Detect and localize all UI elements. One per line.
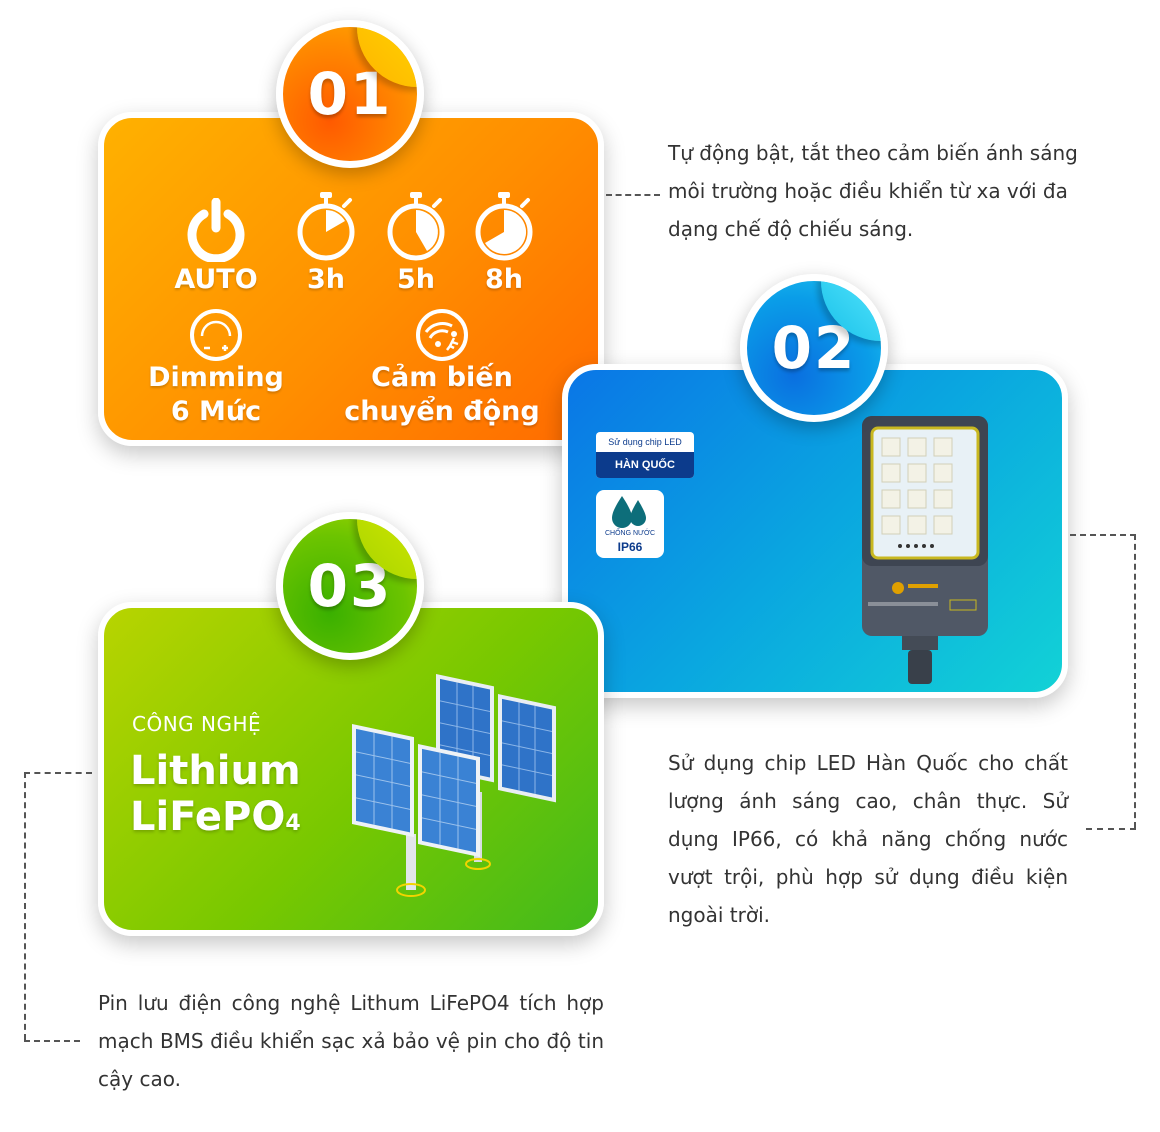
timer-5h-icon xyxy=(387,192,445,261)
waterproof-line1: CHỐNG NƯỚC xyxy=(604,530,656,537)
tech-label: CÔNG NGHỆ xyxy=(132,712,262,736)
motion-sensor-label-line1: Cảm biến xyxy=(371,362,513,393)
lithium-battery-description: Pin lưu điện công nghệ Lithum LiFePO4 tí… xyxy=(98,991,604,1091)
lifepo-text: LiFePO xyxy=(130,794,286,840)
number-badge-03: 03 xyxy=(276,512,424,660)
sticker-top-text: Sử dụng chip LED xyxy=(608,437,682,447)
led-chip-description: Sử dụng chip LED Hàn Quốc cho chất lượng… xyxy=(668,751,1068,927)
korea-chip-sticker: Sử dụng chip LED HÀN QUỐC xyxy=(596,432,694,478)
lithium-title: Lithium LiFePO4 xyxy=(130,748,301,847)
timer-8h-icon xyxy=(475,192,533,261)
power-icon xyxy=(187,198,245,262)
number-badge-02: 02 xyxy=(740,274,888,422)
dimming-icon xyxy=(190,309,242,361)
connector-line-3-vertical xyxy=(24,772,26,1040)
timer-3h-icon xyxy=(297,192,355,261)
connector-line-3-bottom xyxy=(24,1040,80,1042)
motion-sensor-icon xyxy=(416,309,468,361)
lithium-title-line2: LiFePO4 xyxy=(130,794,301,847)
connector-line-1 xyxy=(606,194,660,196)
water-drop-icon xyxy=(612,496,646,528)
auto-label: AUTO xyxy=(174,264,258,295)
lighting-modes-description: Tự động bật, tắt theo cảm biến ánh sáng … xyxy=(668,141,1078,241)
number-badge-01: 01 xyxy=(276,20,424,168)
sticker-bottom-text: HÀN QUỐC xyxy=(596,452,694,478)
waterproof-line2: IP66 xyxy=(617,540,643,554)
connector-line-2-bottom xyxy=(1086,828,1136,830)
dimming-label-line1: Dimming xyxy=(148,362,284,393)
motion-sensor-label-line2: chuyển động xyxy=(344,396,540,427)
lithium-title-line1: Lithium xyxy=(130,748,301,794)
connector-line-2-top xyxy=(1070,534,1136,536)
solar-panels-icon xyxy=(352,674,556,897)
connector-line-3-top xyxy=(24,772,92,774)
3h-label: 3h xyxy=(306,264,345,295)
connector-line-2-vertical xyxy=(1134,534,1136,828)
8h-label: 8h xyxy=(484,264,523,295)
waterproof-ip66-sticker: CHỐNG NƯỚC IP66 xyxy=(596,490,664,558)
solar-street-light-icon xyxy=(862,416,988,684)
dimming-label-line2: 6 Mức xyxy=(170,396,262,427)
lifepo-subscript: 4 xyxy=(285,811,301,836)
5h-label: 5h xyxy=(396,264,435,295)
